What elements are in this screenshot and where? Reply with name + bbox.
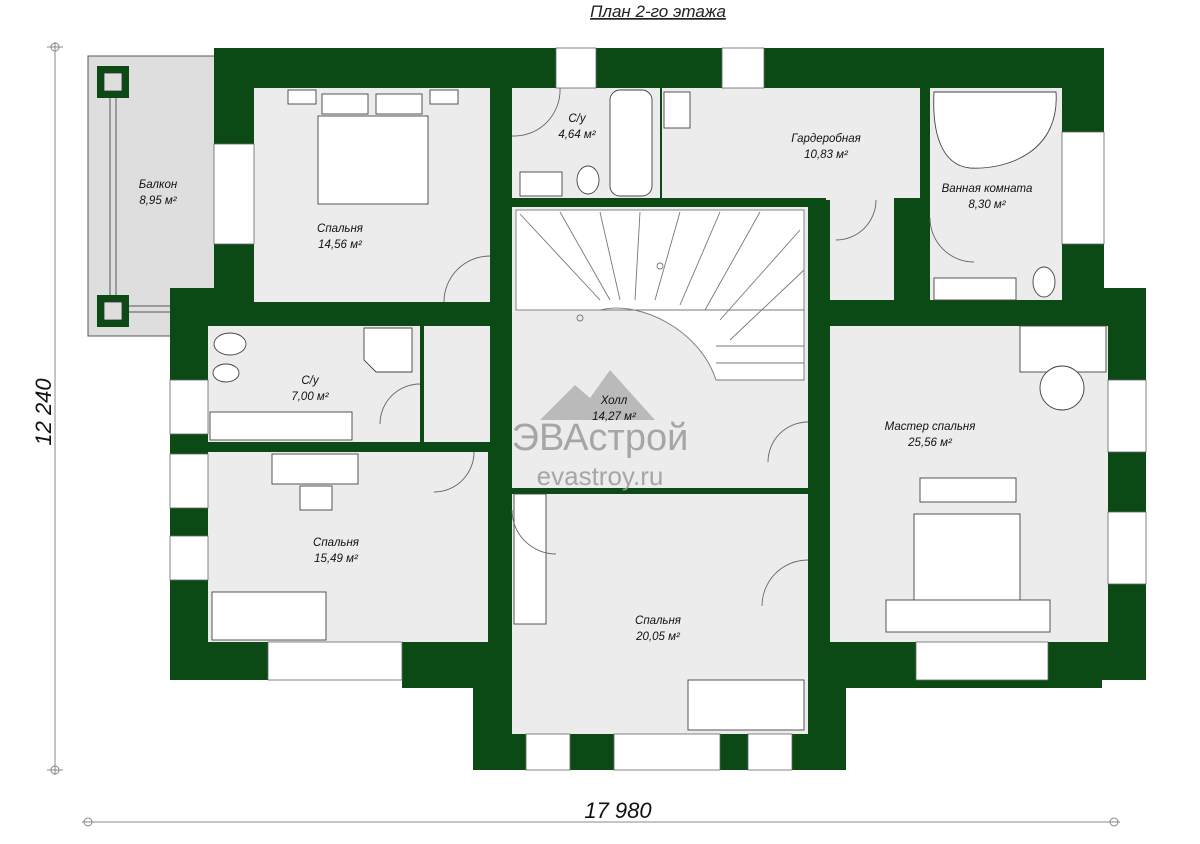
room-name-bath-small: С/у — [568, 113, 587, 125]
bath-fixtures-small — [519, 89, 691, 197]
room-area-hall: 14,27 м² — [592, 411, 637, 423]
staircase — [515, 209, 805, 381]
room-area-bedroom-sw: 15,49 м² — [314, 553, 359, 565]
room-labels: Балкон 8,95 м² Спальня 14,56 м² С/у 4,64… — [139, 113, 1033, 643]
room-area-balcony: 8,95 м² — [139, 195, 177, 207]
dimension-height-label: 12 240 — [31, 378, 56, 446]
dimension-width-label: 17 980 — [584, 798, 652, 823]
bedroom-sw-furniture — [211, 453, 359, 641]
room-area-bedroom-nw: 14,56 м² — [318, 239, 363, 251]
room-area-bath-west: 7,00 м² — [291, 391, 329, 403]
room-name-balcony: Балкон — [139, 179, 178, 191]
bathroom-fixtures — [933, 91, 1057, 301]
bed-nw — [287, 89, 459, 205]
dimension-width — [82, 817, 1120, 827]
watermark-brand: ЭВАстрой — [512, 417, 689, 459]
interior-walls — [208, 88, 1108, 670]
watermark: ЭВАстрой evastroy.ru — [512, 370, 689, 491]
bath-west-fixtures — [209, 327, 413, 441]
room-name-bedroom-sw: Спальня — [313, 537, 359, 549]
dimension-height — [47, 42, 63, 775]
doors — [379, 87, 975, 607]
room-area-wardrobe: 10,83 м² — [804, 149, 849, 161]
room-name-bedroom-s: Спальня — [635, 615, 681, 627]
room-name-bathroom: Ванная комната — [942, 183, 1033, 195]
room-name-master: Мастер спальня — [885, 421, 976, 433]
watermark-url: evastroy.ru — [537, 461, 664, 491]
room-name-hall: Холл — [600, 395, 628, 407]
room-area-bath-small: 4,64 м² — [558, 129, 596, 141]
windows — [169, 47, 1147, 771]
bedroom-s-furniture — [513, 493, 805, 731]
room-area-bedroom-s: 20,05 м² — [635, 631, 681, 643]
room-area-bathroom: 8,30 м² — [968, 199, 1006, 211]
room-area-master: 25,56 м² — [907, 437, 953, 449]
room-name-bedroom-nw: Спальня — [317, 223, 363, 235]
plan-title: План 2-го этажа — [590, 2, 726, 21]
room-name-wardrobe: Гардеробная — [791, 133, 861, 145]
master-furniture — [885, 325, 1107, 633]
room-name-bath-west: С/у — [301, 375, 320, 387]
